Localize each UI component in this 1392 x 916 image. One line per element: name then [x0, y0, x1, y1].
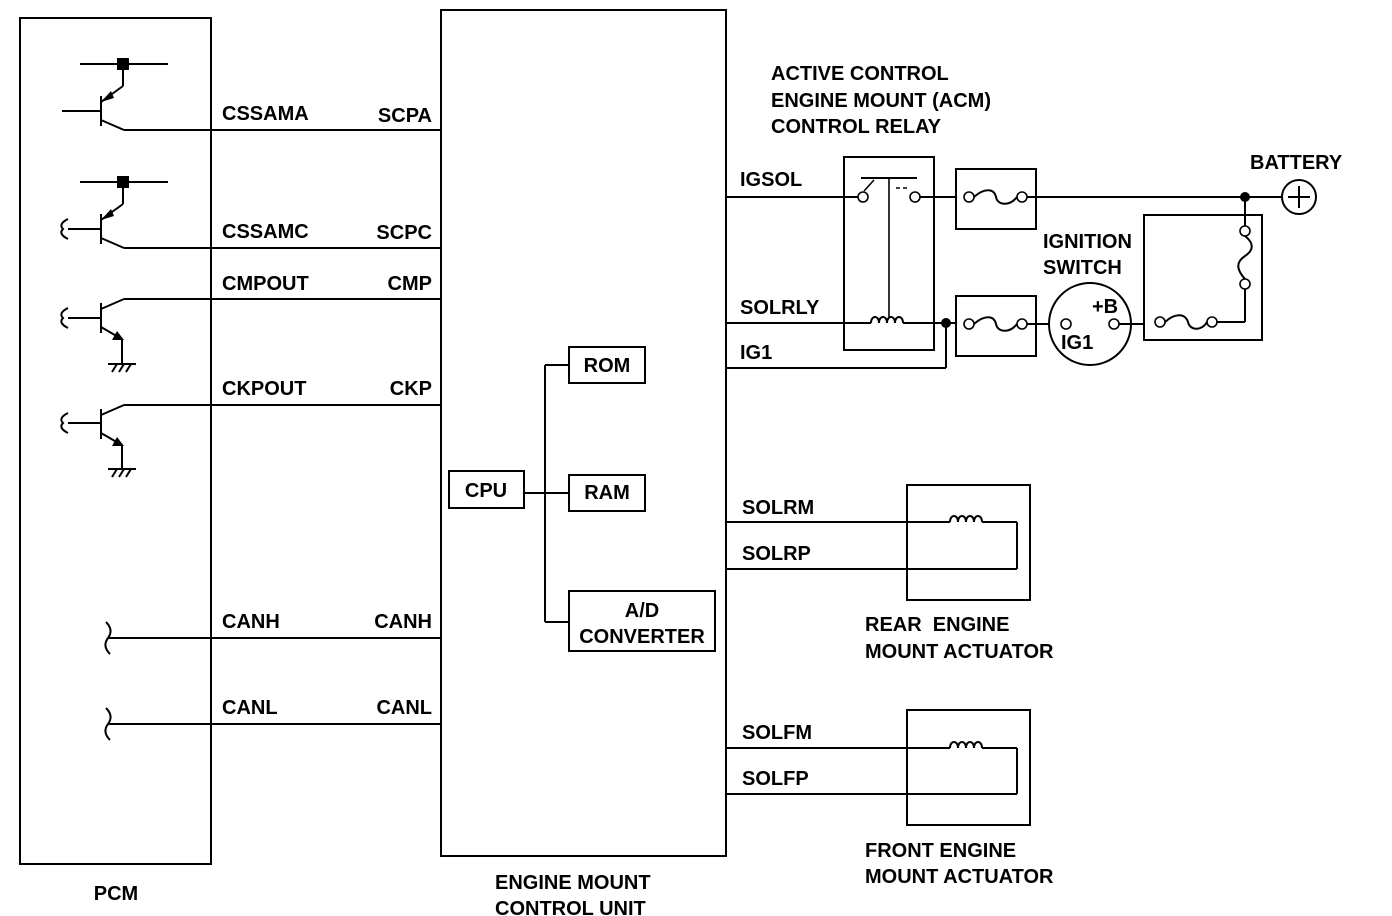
adc-label-line2: CONVERTER — [579, 626, 705, 648]
ignition-pin-b: +B — [1092, 296, 1118, 318]
ig1-wire — [726, 318, 962, 369]
transistor-ckpout-icon — [60, 404, 136, 478]
ecu-pin-solrp: SOLRP — [742, 543, 811, 565]
ecu-pin-solfm: SOLFM — [742, 722, 812, 744]
battery-label: BATTERY — [1250, 152, 1343, 174]
battery-plus-icon — [1281, 179, 1317, 215]
rear-actuator-coil-icon — [726, 515, 1018, 570]
pcm-signal-ckpout: CKPOUT — [222, 378, 306, 400]
ecu-box — [440, 9, 727, 857]
adc-block — [568, 590, 716, 652]
rear-actuator-label-line2: MOUNT ACTUATOR — [865, 641, 1054, 663]
ecu-pin-canh: CANH — [374, 611, 432, 633]
relay-label-line3: CONTROL RELAY — [771, 116, 942, 138]
ecu-pin-ig1: IG1 — [740, 342, 772, 364]
pcm-signal-canh: CANH — [222, 611, 280, 633]
pcm-label: PCM — [94, 883, 138, 905]
ignition-label-line1: IGNITION — [1043, 231, 1132, 253]
transistor-cssamc-icon — [60, 176, 168, 249]
relay-label-line1: ACTIVE CONTROL — [771, 63, 949, 85]
ignition-label-line2: SWITCH — [1043, 257, 1122, 279]
pcm-ecu-wires — [108, 129, 441, 725]
transistor-cmpout-icon — [60, 298, 136, 373]
ecu-internal-bus — [524, 364, 569, 623]
pcm-signal-cssama: CSSAMA — [222, 103, 309, 125]
fuse-battery-icon — [1154, 197, 1253, 330]
front-actuator-coil-icon — [726, 741, 1018, 795]
pcm-signal-canl: CANL — [222, 697, 278, 719]
front-actuator-label-line2: MOUNT ACTUATOR — [865, 866, 1054, 888]
ecu-label-line2: CONTROL UNIT — [495, 898, 646, 916]
front-actuator-box — [906, 709, 1031, 826]
ecu-pin-solfp: SOLFP — [742, 768, 809, 790]
adc-label-line1: A/D — [625, 600, 659, 622]
canh-break-icon — [104, 621, 112, 655]
ecu-pin-scpa: SCPA — [378, 105, 432, 127]
ram-label: RAM — [584, 482, 630, 504]
pcm-signal-cssamc: CSSAMC — [222, 221, 309, 243]
ecu-label-line1: ENGINE MOUNT — [495, 872, 651, 894]
front-actuator-label-line1: FRONT ENGINE — [865, 840, 1016, 862]
rom-block — [568, 346, 646, 384]
cpu-block — [448, 470, 525, 509]
relay-label-line2: ENGINE MOUNT (ACM) — [771, 90, 991, 112]
rear-actuator-label-line1: REAR ENGINE — [865, 614, 1009, 636]
relay-coil-icon — [726, 316, 946, 324]
ecu-pin-solrm: SOLRM — [742, 497, 814, 519]
ecu-pin-ckp: CKP — [390, 378, 432, 400]
rom-label: ROM — [584, 355, 631, 377]
ecu-pin-scpc: SCPC — [376, 222, 432, 244]
ecu-pin-cmp: CMP — [388, 273, 432, 295]
ignition-pin-ig1: IG1 — [1061, 332, 1093, 354]
ecu-pin-solrly: SOLRLY — [740, 297, 820, 319]
ecu-pin-canl: CANL — [376, 697, 432, 719]
canl-break-icon — [104, 707, 112, 741]
transistor-cssama-icon — [62, 58, 168, 131]
pcm-signal-cmpout: CMPOUT — [222, 273, 309, 295]
rear-actuator-box — [906, 484, 1031, 601]
cpu-label: CPU — [465, 480, 507, 502]
ecu-pin-igsol: IGSOL — [740, 169, 802, 191]
ram-block — [568, 474, 646, 512]
